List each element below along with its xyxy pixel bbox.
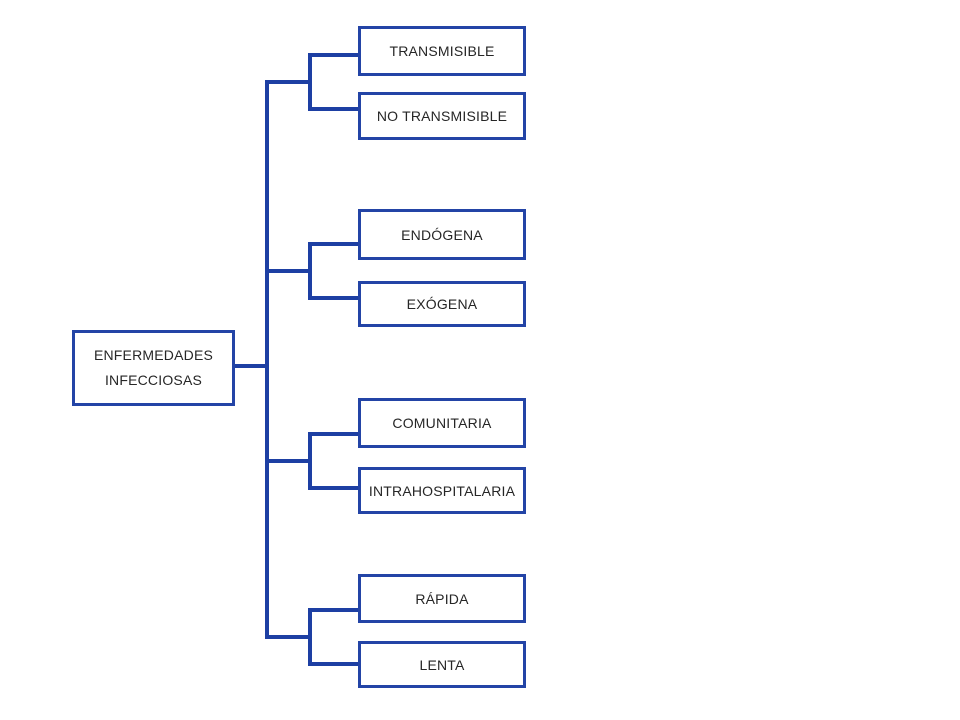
node-enfermedades-infecciosas: ENFERMEDADES INFECCIOSAS	[72, 330, 235, 406]
node-rapida: RÁPIDA	[358, 574, 526, 623]
connector-group-2	[265, 242, 360, 300]
node-exogena: EXÓGENA	[358, 281, 526, 327]
node-no-transmisible: NO TRANSMISIBLE	[358, 92, 526, 140]
node-endogena: ENDÓGENA	[358, 209, 526, 260]
connector-group-4	[265, 608, 360, 666]
node-transmisible: TRANSMISIBLE	[358, 26, 526, 76]
connector-group-3	[265, 432, 360, 490]
connector-group-1	[265, 53, 360, 111]
node-intrahospitalaria: INTRAHOSPITALARIA	[358, 467, 526, 514]
node-comunitaria: COMUNITARIA	[358, 398, 526, 448]
node-lenta: LENTA	[358, 641, 526, 688]
